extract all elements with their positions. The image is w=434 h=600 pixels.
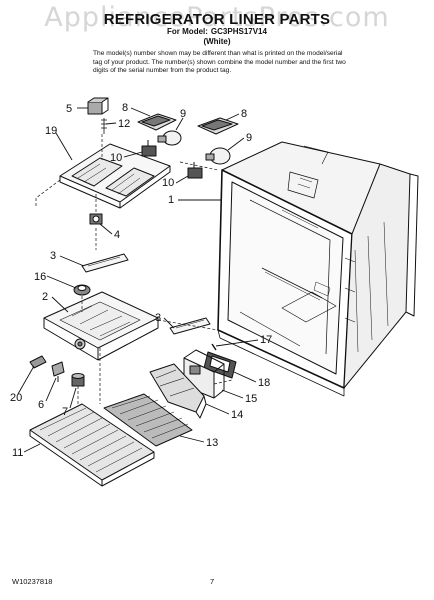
part-14-air-duct — [149, 363, 207, 419]
part-3-gasket-right — [169, 317, 211, 335]
callout-17: 17 — [260, 334, 272, 346]
disclaimer-note: The model(s) number shown may be differe… — [93, 50, 346, 75]
part-10-socket-left — [141, 140, 157, 157]
page-number: 7 — [210, 577, 215, 586]
part-3-gasket-left — [81, 253, 129, 273]
callout-12: 12 — [118, 118, 130, 130]
model-label: For Model: — [167, 27, 208, 36]
part-6-bracket — [51, 361, 65, 382]
part-12-screw — [101, 118, 107, 134]
callout-11: 11 — [12, 447, 23, 459]
callout-5: 5 — [66, 103, 72, 115]
callout-3-left: 3 — [50, 250, 56, 262]
callout-14: 14 — [231, 409, 243, 421]
document-number: W10237818 — [12, 577, 53, 586]
callout-13: 13 — [206, 437, 218, 449]
model-number: GC3PHS17V14 — [210, 27, 267, 36]
callout-16: 16 — [34, 271, 46, 283]
callout-2: 2 — [42, 291, 48, 303]
callout-10-right: 10 — [162, 177, 174, 189]
model-line: For Model:GC3PHS17V14 — [0, 27, 434, 36]
callout-9-left: 9 — [180, 108, 186, 120]
part-17-screw — [211, 343, 217, 351]
refrigerator-liner — [217, 141, 419, 397]
callout-1: 1 — [168, 194, 174, 206]
callout-7: 7 — [62, 406, 68, 418]
callout-18: 18 — [258, 377, 270, 389]
callout-3-right: 3 — [155, 312, 161, 324]
part-8-light-shield-left — [137, 113, 177, 131]
part-4-clip — [89, 213, 103, 225]
part-8-light-shield-right — [197, 117, 239, 135]
top-light-cover — [59, 143, 171, 209]
callout-15: 15 — [245, 393, 257, 405]
callout-labels: 5 8 12 9 8 19 10 9 10 1 4 3 16 2 3 17 18… — [10, 102, 272, 459]
callout-10-left: 10 — [110, 152, 122, 164]
callout-8-right: 8 — [241, 108, 247, 120]
callout-20: 20 — [10, 392, 22, 404]
part-13-drain-trough — [103, 393, 193, 447]
part-10-socket-right — [187, 162, 203, 179]
leader-lines — [17, 107, 259, 453]
watermark-text: AppliancePartsPros.com — [44, 2, 390, 33]
part-16-knob — [73, 284, 91, 296]
part-9-bulb-left — [157, 130, 182, 146]
part-11-crisper-cover — [29, 403, 155, 487]
callout-8-left: 8 — [122, 102, 128, 114]
callout-9-right: 9 — [246, 132, 252, 144]
color-label: (White) — [203, 37, 231, 46]
part-9-bulb-right — [205, 147, 231, 165]
part-7-knob — [71, 373, 85, 387]
part-5-knob — [87, 97, 109, 115]
page-title: REFRIGERATOR LINER PARTS — [103, 11, 331, 28]
part-2-control-housing — [43, 291, 159, 361]
callout-4: 4 — [114, 229, 120, 241]
part-20-clip — [29, 355, 47, 369]
callout-19: 19 — [45, 125, 57, 137]
callout-6: 6 — [38, 399, 44, 411]
